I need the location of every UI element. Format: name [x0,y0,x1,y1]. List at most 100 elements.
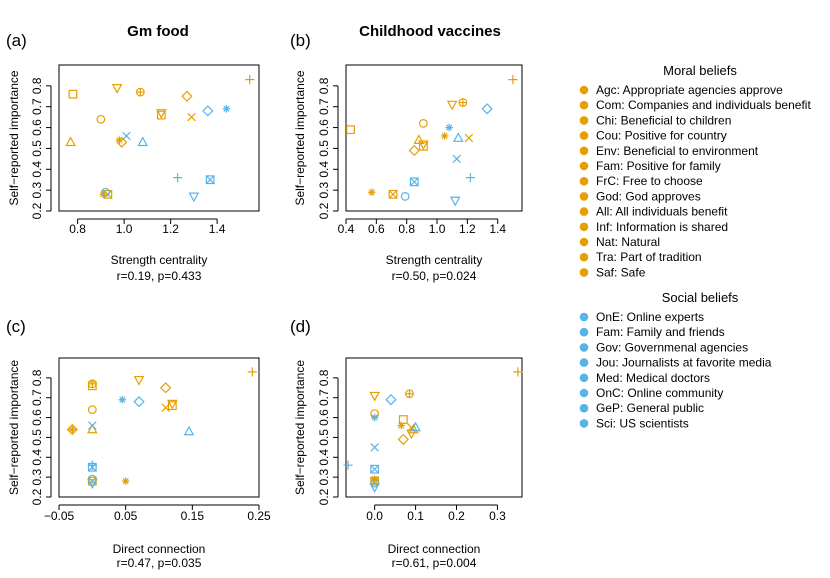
social-plus-marker [343,460,353,470]
legend-item: OnE: Online experts [579,310,704,324]
y-tick-label: 0.6 [317,119,331,136]
legend-swatch [579,161,589,171]
data-points [343,367,523,493]
social-triangle-marker [183,425,195,436]
legend-swatch [579,268,589,277]
data-points [65,75,255,203]
legend-item: Med: Medical doctors [579,371,710,385]
x-tick-label: 1.4 [209,222,226,236]
social-x-marker [88,421,97,430]
legend-swatch [579,252,589,262]
x-tick-label: 1.2 [162,222,179,236]
moral-triangle-marker [413,134,425,144]
legend-swatch [579,327,589,337]
moral-diamond-marker [397,433,409,446]
legend-item: Env: Beneficial to environment [579,144,759,158]
correlation-stat: r=0.19, p=0.433 [117,269,202,283]
moral-plus-marker [247,367,257,377]
legend-swatch [579,343,589,352]
x-tick-label: −0.05 [44,509,75,523]
legend-swatch [579,222,589,232]
social-diamond-marker [202,105,214,117]
x-axis-label: Strength centrality [111,253,208,267]
moral-circle-marker [96,114,106,124]
legend-item: OnC: Online community [579,386,723,400]
y-tick-label: 0.8 [317,369,331,386]
legend-label: Cou: Positive for country [596,129,727,143]
y-tick-label: 0.4 [30,161,44,178]
x-tick-label: 0.25 [247,509,271,523]
legend-item: Sci: US scientists [579,416,689,430]
x-tick-label: 1.2 [459,222,476,236]
social-diamond-marker [133,396,145,408]
legend-label: Med: Medical doctors [596,371,710,385]
legend-item: Gov: Governmenal agencies [579,340,748,354]
social-diamond-marker [481,103,493,115]
legend-swatch [579,388,589,398]
social-circle-marker [400,191,410,201]
legend-item: Jou: Journalists at favorite media [579,356,772,370]
panel-label: (a) [6,31,27,50]
legend-label: Fam: Family and friends [596,325,725,339]
moral-asterisk-marker [397,421,406,430]
social-circle-marker [87,474,97,484]
moral-down-triangle-marker [446,100,458,111]
legend-swatch [579,192,589,201]
moral-triangle-marker [87,423,98,434]
x-tick-label: 1.4 [489,222,506,236]
moral-triangle-marker [65,136,76,147]
x-axis-label: Direct connection [113,542,206,556]
social-circle-marker [101,187,110,197]
legend-swatch [579,237,589,247]
panel-title: Gm food [127,23,189,40]
y-tick-label: 0.4 [317,449,331,466]
social-square-x-marker [370,464,380,474]
legend-item: Fam: Family and friends [579,325,725,339]
correlation-stat: r=0.50, p=0.024 [392,269,477,283]
social-asterisk-marker [445,123,453,132]
moral-down-triangle-marker [369,391,380,402]
legend-swatch [579,207,589,216]
social-down-triangle-marker [449,196,461,207]
legend-item: FrC: Free to choose [579,174,703,188]
plot-frame [58,357,260,498]
moral-x-marker [187,112,196,122]
moral-asterisk-marker [440,132,449,140]
moral-circle-marker [418,118,428,128]
legend-item: Agc: Appropriate agencies approve [579,83,783,97]
x-tick-label: 0.8 [398,222,415,236]
legend-label: Agc: Appropriate agencies approve [596,83,783,97]
legend-label: God: God approves [596,189,701,203]
legend-label: Saf: Safe [596,265,646,279]
legend-item: Nat: Natural [579,235,660,249]
y-axis-label: Self−reported importance [7,360,21,495]
y-axis-label: Self−reported importance [7,70,21,205]
y-tick-label: 0.3 [317,181,331,198]
legend-swatch [579,176,589,186]
moral-asterisk-marker [121,477,130,485]
social-diamond-marker [385,394,397,406]
social-circle-marker [370,478,380,488]
y-tick-label: 0.3 [30,468,44,485]
moral-circle-plus-marker [87,379,97,389]
social-down-triangle-marker [369,483,380,493]
y-tick-label: 0.2 [317,488,331,505]
social-plus-marker [465,173,476,183]
legend-item: Saf: Safe [579,265,646,279]
moral-down-triangle-marker [111,84,123,94]
moral-diamond-marker [408,144,420,157]
legend-label: Gov: Governmenal agencies [596,340,748,354]
y-tick-label: 0.4 [30,449,44,466]
x-tick-label: 0.6 [368,222,385,236]
social-x-marker [370,443,379,452]
legend-swatch [579,373,589,383]
moral-plus-marker [245,75,255,85]
y-tick-label: 0.2 [30,488,44,505]
social-x-marker [452,154,461,164]
legend-item: Tra: Part of tradition [579,250,702,264]
social-square-x-marker [205,175,215,185]
y-tick-label: 0.8 [30,369,44,386]
